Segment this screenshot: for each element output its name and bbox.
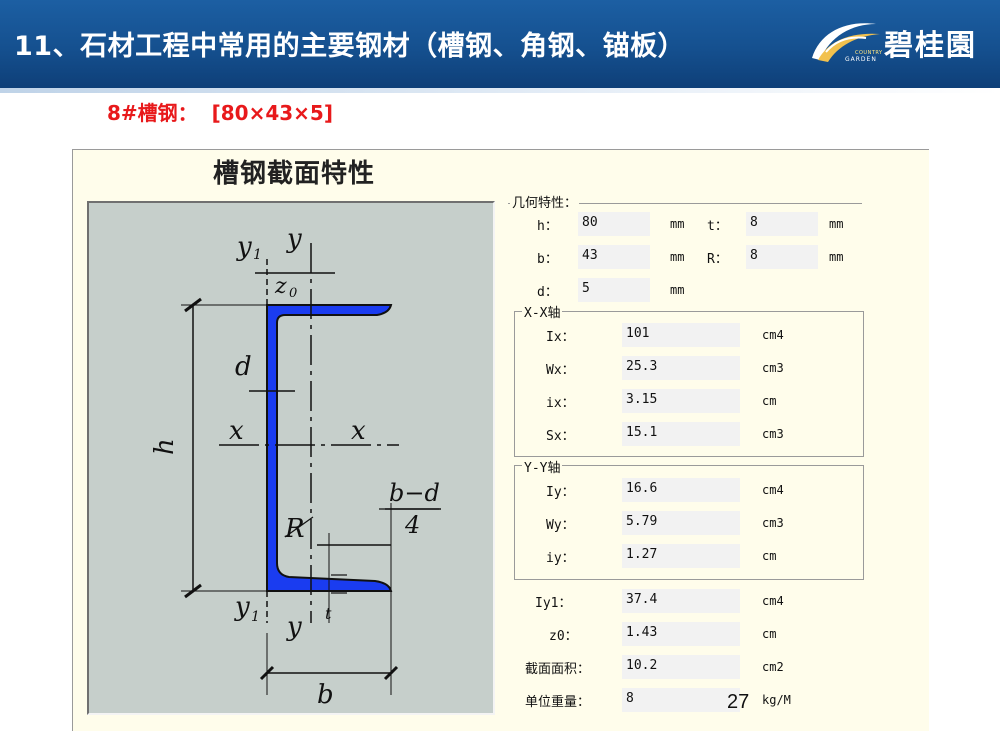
country-garden-logo-icon xyxy=(812,23,880,62)
unit-area: cm2 xyxy=(762,660,784,674)
unit-z0: cm xyxy=(762,627,777,641)
unit-Iy: cm4 xyxy=(762,483,784,497)
unit-unit-weight: kg/M xyxy=(762,693,791,707)
label-Ix: Ix： xyxy=(546,330,575,345)
unit-Wx: cm3 xyxy=(762,361,784,375)
value-ix: 3.15 xyxy=(622,389,740,413)
logo-english-small: COUNTRY xyxy=(855,50,883,56)
value-h: 80 xyxy=(578,212,650,236)
value-Iy: 16.6 xyxy=(622,478,740,502)
label-Iy: Iy： xyxy=(546,485,575,500)
yy-axis-label: Y-Y轴 xyxy=(522,457,563,476)
yy-axis-group xyxy=(514,465,864,580)
value-d: 5 xyxy=(578,278,650,302)
label-Wy: Wy： xyxy=(546,518,575,533)
value-Ix: 101 xyxy=(622,323,740,347)
channel-steel-spec: 8#槽钢： [80×43×5] xyxy=(107,101,333,125)
value-unit-weight: 8 xyxy=(622,688,740,712)
label-d: d xyxy=(235,352,252,382)
xx-axis-group xyxy=(514,311,864,457)
value-Wy: 5.79 xyxy=(622,511,740,535)
label-h: h： xyxy=(537,219,558,234)
label-b: b xyxy=(317,680,334,710)
geometry-group xyxy=(508,203,862,204)
value-iy: 1.27 xyxy=(622,544,740,568)
channel-section-figure: y 1 y z 0 d x x h b−d 4 R y 1 y t b xyxy=(87,201,495,715)
logo-chinese-text: 碧桂園 xyxy=(884,28,978,62)
label-four: 4 xyxy=(404,511,420,539)
label-R: R xyxy=(284,514,305,544)
unit-t: mm xyxy=(829,217,844,231)
value-t: 8 xyxy=(746,212,818,236)
unit-iy: cm xyxy=(762,549,777,563)
label-y-bottom: y xyxy=(286,612,302,642)
label-area: 截面面积： xyxy=(525,662,591,677)
header-divider xyxy=(0,88,1000,93)
slide-title: 11、石材工程中常用的主要钢材（槽钢、角钢、锚板） xyxy=(14,31,686,62)
value-Wx: 25.3 xyxy=(622,356,740,380)
label-Sx: Sx： xyxy=(546,429,575,444)
value-area: 10.2 xyxy=(622,655,740,679)
label-d: d： xyxy=(537,285,558,300)
value-Iy1: 37.4 xyxy=(622,589,740,613)
channel-shape xyxy=(266,304,393,592)
xx-axis-label: X-X轴 xyxy=(522,302,563,321)
label-y-top: y xyxy=(286,224,302,254)
label-iy: iy： xyxy=(546,551,575,566)
unit-Sx: cm3 xyxy=(762,427,784,441)
unit-b: mm xyxy=(670,250,685,264)
panel-title: 槽钢截面特性 xyxy=(213,159,376,189)
label-z0-sub: 0 xyxy=(289,286,297,301)
label-Iy1: Iy1： xyxy=(535,596,572,611)
value-Sx: 15.1 xyxy=(622,422,740,446)
label-x-right: x xyxy=(351,416,366,446)
section-properties-panel: 槽钢截面特性 xyxy=(72,149,929,731)
unit-ix: cm xyxy=(762,394,777,408)
unit-d: mm xyxy=(670,283,685,297)
label-b-minus-d: b−d xyxy=(389,479,440,507)
label-z0: z xyxy=(274,274,287,299)
label-R: R： xyxy=(707,252,728,267)
label-unit-weight: 单位重量： xyxy=(525,695,591,710)
unit-R: mm xyxy=(829,250,844,264)
label-ix: ix： xyxy=(546,396,575,411)
value-b: 43 xyxy=(578,245,650,269)
value-z0: 1.43 xyxy=(622,622,740,646)
unit-Iy1: cm4 xyxy=(762,594,784,608)
label-y1-top-sub: 1 xyxy=(253,247,262,263)
unit-h: mm xyxy=(670,217,685,231)
label-h: h xyxy=(150,438,180,455)
unit-Wy: cm3 xyxy=(762,516,784,530)
label-Wx: Wx： xyxy=(546,363,575,378)
label-t: t xyxy=(325,604,332,623)
value-R: 8 xyxy=(746,245,818,269)
label-t: t： xyxy=(707,219,728,234)
label-b: b： xyxy=(537,252,558,267)
page-number: 27 xyxy=(727,691,750,713)
unit-Ix: cm4 xyxy=(762,328,784,342)
label-y1-bottom: y xyxy=(234,592,250,622)
label-x-left: x xyxy=(229,416,244,446)
label-y1-top: y xyxy=(236,232,252,262)
geometry-group-label: 几何特性： xyxy=(510,192,580,211)
label-z0: z0： xyxy=(549,629,578,644)
label-y1-bottom-sub: 1 xyxy=(251,609,260,625)
logo-english-main: GARDEN xyxy=(845,56,877,63)
